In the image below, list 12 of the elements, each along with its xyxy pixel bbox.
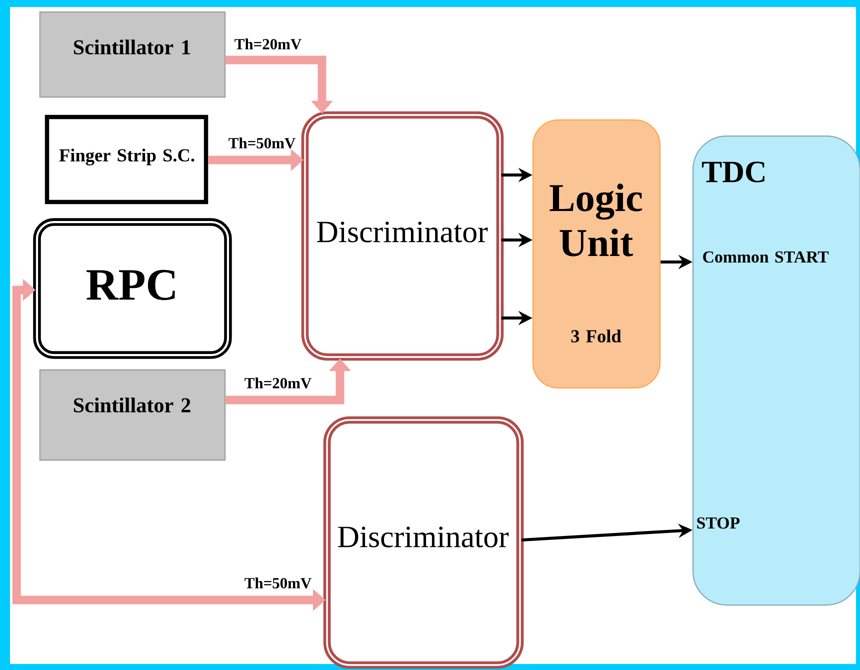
tdc-box: TDC Common START STOP <box>692 135 860 606</box>
edge-label: Th=20mV <box>242 376 314 390</box>
edge-label: Th=50mV <box>242 576 314 590</box>
discriminator-box: Discriminator <box>301 111 504 361</box>
detector-box: Scintillator 2 <box>39 369 226 461</box>
detector-box: Finger Strip S.C. <box>44 114 208 204</box>
detector-box: RPC <box>33 218 232 359</box>
edge-label: Th=50mV <box>226 136 298 150</box>
logic-unit-box: Logic Unit 3 Fold <box>532 119 661 389</box>
discriminator-box: Discriminator <box>323 416 524 669</box>
edge-label: Th=20mV <box>232 37 304 51</box>
detector-box: Scintillator 1 <box>39 11 226 98</box>
